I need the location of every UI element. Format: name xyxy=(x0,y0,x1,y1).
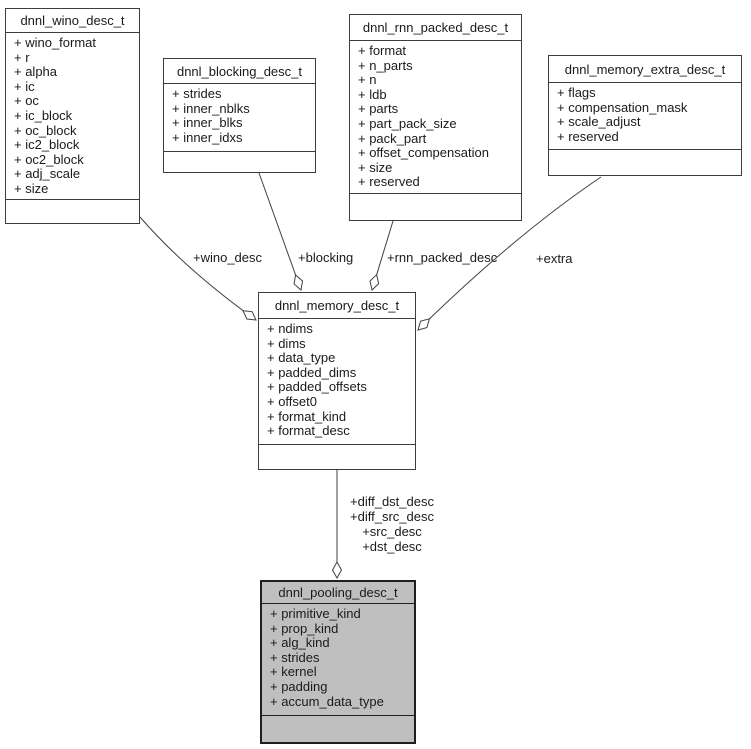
attribute: + offset0 xyxy=(267,393,317,409)
attribute: + padding xyxy=(270,678,328,694)
methods-section-empty xyxy=(350,193,521,220)
attribute-list: + primitive_kind + prop_kind + alg_kind … xyxy=(262,604,414,715)
attribute: + primitive_kind xyxy=(270,606,361,621)
edge-label-rnn-packed-desc: +rnn_packed_desc xyxy=(387,250,498,265)
class-title[interactable]: dnnl_wino_desc_t xyxy=(6,9,139,33)
edge-label-src-desc: +src_desc xyxy=(362,524,422,539)
attribute: + offset_compensation xyxy=(358,145,489,161)
class-box-dnnl-memory-extra-desc-t[interactable]: dnnl_memory_extra_desc_t + flags + compe… xyxy=(548,55,742,176)
edge-label-diff-src-desc: +diff_src_desc xyxy=(350,509,434,524)
edge-label-blocking: +blocking xyxy=(298,250,354,265)
attribute: + pack_part xyxy=(358,130,427,146)
attribute: + inner_idxs xyxy=(172,129,243,145)
attribute: + r xyxy=(14,49,30,65)
attribute: + prop_kind xyxy=(270,620,339,636)
attribute: + ic2_block xyxy=(14,137,80,153)
class-box-dnnl-wino-desc-t[interactable]: dnnl_wino_desc_t + wino_format + r + alp… xyxy=(5,8,140,224)
class-title[interactable]: dnnl_rnn_packed_desc_t xyxy=(350,15,521,41)
attribute: + reserved xyxy=(358,174,420,190)
attribute-list: + wino_format + r + alpha + ic + oc + ic… xyxy=(6,33,139,199)
class-title[interactable]: dnnl_pooling_desc_t xyxy=(262,582,414,604)
class-box-dnnl-rnn-packed-desc-t[interactable]: dnnl_rnn_packed_desc_t + format + n_part… xyxy=(349,14,522,221)
attribute: + wino_format xyxy=(14,35,97,50)
edge-rnn-packed-to-memory xyxy=(369,220,394,291)
edge-blocking-to-memory xyxy=(258,172,304,291)
edge-labels-memory-to-pooling: +diff_dst_desc +diff_src_desc +src_desc … xyxy=(340,494,444,554)
attribute-list: + strides + inner_nblks + inner_blks + i… xyxy=(164,84,315,151)
class-box-dnnl-blocking-desc-t[interactable]: dnnl_blocking_desc_t + strides + inner_n… xyxy=(163,58,316,173)
attribute-list: + flags + compensation_mask + scale_adju… xyxy=(549,83,741,149)
attribute: + dims xyxy=(267,335,306,351)
attribute: + size xyxy=(14,180,49,196)
attribute: + part_pack_size xyxy=(358,115,457,131)
attribute: + inner_nblks xyxy=(172,100,250,116)
edge-extra-to-memory xyxy=(417,176,602,331)
class-title[interactable]: dnnl_blocking_desc_t xyxy=(164,59,315,84)
class-box-dnnl-memory-desc-t[interactable]: dnnl_memory_desc_t + ndims + dims + data… xyxy=(258,292,416,470)
attribute: + alg_kind xyxy=(270,635,330,651)
attribute: + format_kind xyxy=(267,408,347,424)
attribute: + compensation_mask xyxy=(557,99,688,115)
attribute: + flags xyxy=(557,85,596,100)
attribute: + scale_adjust xyxy=(557,114,641,130)
attribute: + adj_scale xyxy=(14,166,81,182)
attribute: + reserved xyxy=(557,128,619,144)
attribute: + ndims xyxy=(267,321,313,336)
attribute: + accum_data_type xyxy=(270,693,384,709)
class-title[interactable]: dnnl_memory_desc_t xyxy=(259,293,415,319)
edge-label-wino-desc: +wino_desc xyxy=(193,250,263,265)
attribute: + oc2_block xyxy=(14,151,84,167)
attribute: + kernel xyxy=(270,664,317,680)
methods-section-empty xyxy=(549,149,741,175)
methods-section-empty xyxy=(259,444,415,469)
edge-wino-to-memory xyxy=(139,216,257,321)
attribute: + n xyxy=(358,72,377,88)
attribute: + format_desc xyxy=(267,423,350,439)
attribute: + ic_block xyxy=(14,107,73,123)
attribute: + n_parts xyxy=(358,57,413,73)
attribute: + strides xyxy=(270,649,320,665)
methods-section-empty xyxy=(164,151,315,172)
methods-section-empty xyxy=(262,715,414,742)
attribute: + inner_blks xyxy=(172,115,243,131)
methods-section-empty xyxy=(6,199,139,223)
attribute: + padded_dims xyxy=(267,364,357,380)
edge-label-diff-dst-desc: +diff_dst_desc xyxy=(350,494,434,509)
attribute: + strides xyxy=(172,86,222,101)
attribute: + ldb xyxy=(358,86,387,102)
attribute: + ic xyxy=(14,78,35,94)
attribute-list: + format + n_parts + n + ldb + parts + p… xyxy=(350,41,521,193)
attribute: + oc_block xyxy=(14,122,77,138)
class-box-dnnl-pooling-desc-t[interactable]: dnnl_pooling_desc_t + primitive_kind + p… xyxy=(260,580,416,744)
attribute: + data_type xyxy=(267,350,336,366)
attribute: + padded_offsets xyxy=(267,379,367,395)
attribute-list: + ndims + dims + data_type + padded_dims… xyxy=(259,319,415,444)
edge-label-dst-desc: +dst_desc xyxy=(362,539,422,554)
edge-label-extra: +extra xyxy=(536,251,573,266)
attribute: + format xyxy=(358,43,407,58)
attribute: + alpha xyxy=(14,64,58,80)
attribute: + oc xyxy=(14,93,39,109)
attribute: + parts xyxy=(358,101,399,117)
attribute: + size xyxy=(358,159,393,175)
class-title[interactable]: dnnl_memory_extra_desc_t xyxy=(549,56,741,83)
